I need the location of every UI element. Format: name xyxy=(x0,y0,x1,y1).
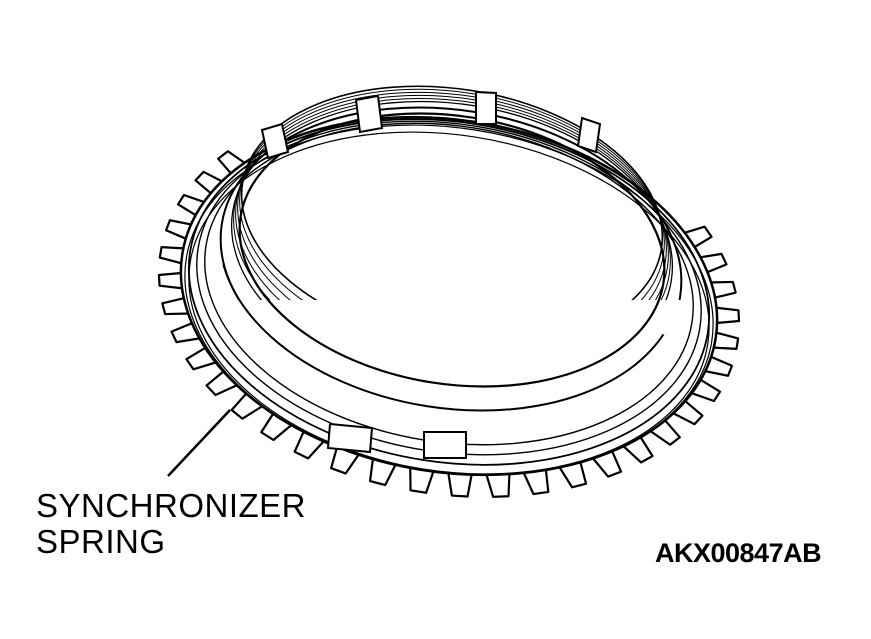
callout-line-1: SYNCHRONIZER xyxy=(36,487,307,524)
callout-leader xyxy=(167,409,231,477)
cone-wall-back xyxy=(219,85,683,300)
figure-id: AKX00847AB xyxy=(655,538,822,568)
synchronizer-spring xyxy=(184,124,714,476)
callout-line-2: SPRING xyxy=(36,523,166,560)
ring-lugs xyxy=(260,90,602,459)
callout-label: SYNCHRONIZER SPRING xyxy=(36,488,306,560)
